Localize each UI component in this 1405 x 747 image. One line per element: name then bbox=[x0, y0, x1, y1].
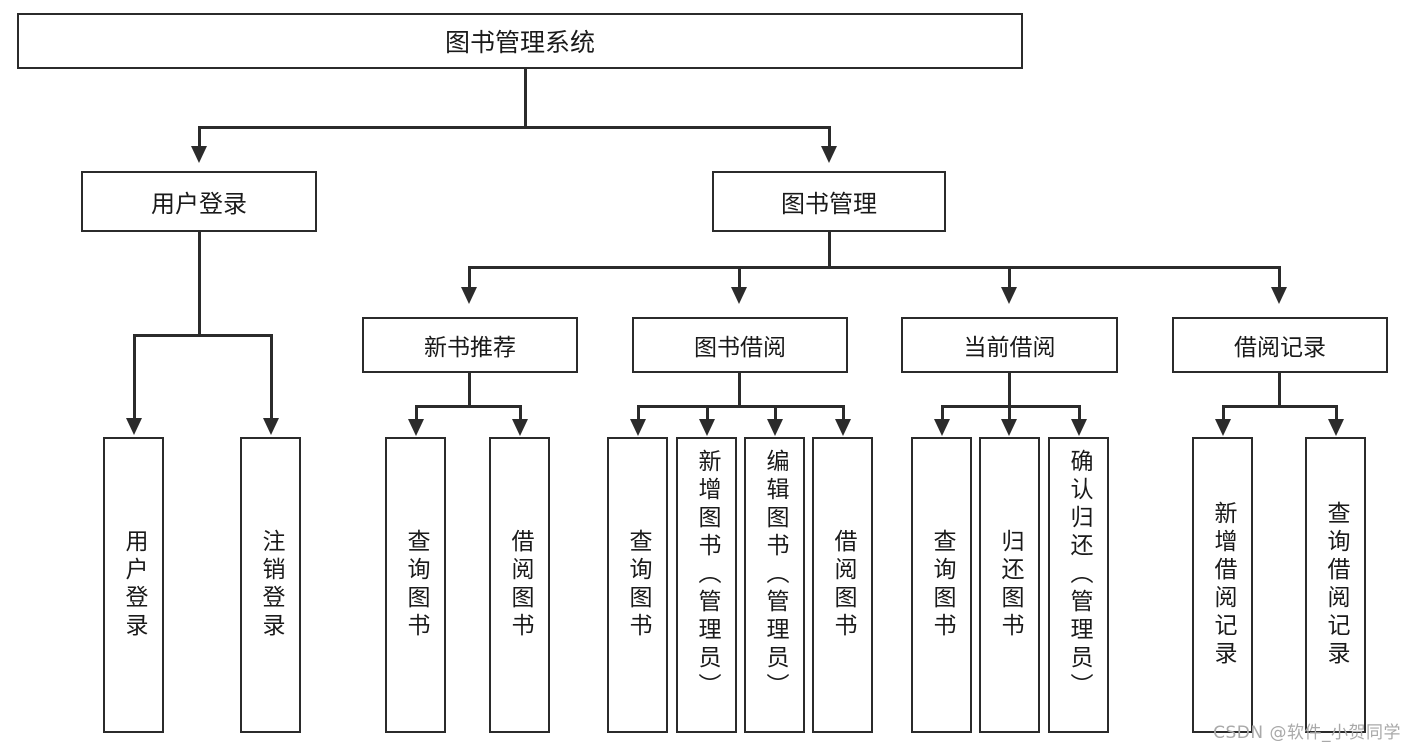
leaf-user-logout[interactable]: 注销登录 bbox=[240, 437, 301, 733]
connector-book-borrow-to-leaf-2 bbox=[706, 405, 709, 421]
connector-book-borrow-to-leaf-3 bbox=[774, 405, 777, 421]
arrowhead-borrow-record-leaf-2 bbox=[1328, 419, 1344, 436]
connector-book-manage-bus bbox=[468, 266, 1280, 269]
leaf-label: 查询借阅记录 bbox=[1323, 501, 1349, 669]
leaf-label: 新增借阅记录 bbox=[1210, 501, 1236, 669]
node-label: 用户登录 bbox=[151, 190, 247, 218]
node-label: 图书管理 bbox=[781, 190, 877, 218]
leaf-label: 借阅图书 bbox=[830, 529, 856, 641]
connector-book-borrow-bus bbox=[637, 405, 844, 408]
connector-book-manage-to-current-borrow bbox=[1008, 266, 1011, 288]
connector-book-manage-to-book-borrow bbox=[738, 266, 741, 288]
leaf-confirm-return[interactable]: 确认归还（管理员） bbox=[1048, 437, 1109, 733]
connector-root-bus bbox=[198, 126, 829, 129]
leaf-query-book-1[interactable]: 查询图书 bbox=[385, 437, 446, 733]
connector-root-stem bbox=[524, 69, 527, 128]
connector-current-borrow-stem bbox=[1008, 373, 1011, 407]
connector-borrow-record-to-leaf-1 bbox=[1222, 405, 1225, 421]
connector-borrow-record-to-leaf-2 bbox=[1335, 405, 1338, 421]
arrowhead-book-manage-new-book bbox=[461, 287, 477, 304]
leaf-label: 注销登录 bbox=[258, 529, 284, 641]
leaf-user-login[interactable]: 用户登录 bbox=[103, 437, 164, 733]
connector-current-borrow-to-leaf-2 bbox=[1008, 405, 1011, 421]
node-label: 新书推荐 bbox=[424, 335, 516, 361]
arrowhead-book-manage-book-borrow bbox=[731, 287, 747, 304]
node-new-book-recommend[interactable]: 新书推荐 bbox=[362, 317, 578, 373]
arrowhead-book-manage-borrow-record bbox=[1271, 287, 1287, 304]
arrowhead-root-to-book-manage bbox=[821, 146, 837, 163]
connector-book-borrow-to-leaf-1 bbox=[637, 405, 640, 421]
arrowhead-new-book-leaf-1 bbox=[408, 419, 424, 436]
leaf-label: 借阅图书 bbox=[507, 529, 533, 641]
leaf-label: 归还图书 bbox=[997, 529, 1023, 641]
connector-book-manage-stem bbox=[828, 232, 831, 268]
leaf-add-book[interactable]: 新增图书（管理员） bbox=[676, 437, 737, 733]
leaf-label: 新增图书（管理员） bbox=[694, 449, 720, 701]
leaf-borrow-book-2[interactable]: 借阅图书 bbox=[812, 437, 873, 733]
arrowhead-user-login-leaf-2 bbox=[263, 418, 279, 435]
connector-book-borrow-stem bbox=[738, 373, 741, 407]
arrowhead-current-borrow-leaf-1 bbox=[934, 419, 950, 436]
arrowhead-book-manage-current-borrow bbox=[1001, 287, 1017, 304]
connector-current-borrow-bus bbox=[941, 405, 1080, 408]
leaf-query-record[interactable]: 查询借阅记录 bbox=[1305, 437, 1366, 733]
node-book-management[interactable]: 图书管理 bbox=[712, 171, 946, 232]
leaf-borrow-book-1[interactable]: 借阅图书 bbox=[489, 437, 550, 733]
arrowhead-borrow-record-leaf-1 bbox=[1215, 419, 1231, 436]
node-user-login[interactable]: 用户登录 bbox=[81, 171, 317, 232]
connector-root-to-book-manage bbox=[828, 126, 831, 148]
node-label: 借阅记录 bbox=[1234, 335, 1326, 361]
arrowhead-user-login-leaf-1 bbox=[126, 418, 142, 435]
arrowhead-book-borrow-leaf-2 bbox=[699, 419, 715, 436]
connector-user-login-stem bbox=[198, 232, 201, 336]
arrowhead-current-borrow-leaf-3 bbox=[1071, 419, 1087, 436]
arrowhead-book-borrow-leaf-1 bbox=[630, 419, 646, 436]
leaf-label: 确认归还（管理员） bbox=[1066, 449, 1092, 701]
leaf-query-book-3[interactable]: 查询图书 bbox=[911, 437, 972, 733]
leaf-query-book-2[interactable]: 查询图书 bbox=[607, 437, 668, 733]
arrowhead-book-borrow-leaf-3 bbox=[767, 419, 783, 436]
leaf-edit-book[interactable]: 编辑图书（管理员） bbox=[744, 437, 805, 733]
csdn-watermark: CSDN @软件_小贺同学 bbox=[1213, 723, 1401, 743]
node-label: 当前借阅 bbox=[963, 335, 1056, 361]
connector-current-borrow-to-leaf-1 bbox=[941, 405, 944, 421]
connector-book-manage-to-new-book bbox=[468, 266, 471, 288]
leaf-label: 查询图书 bbox=[403, 529, 429, 641]
leaf-label: 编辑图书（管理员） bbox=[762, 449, 788, 701]
arrowhead-root-to-user-login bbox=[191, 146, 207, 163]
connector-new-book-to-leaf-2 bbox=[519, 405, 522, 421]
arrowhead-book-borrow-leaf-4 bbox=[835, 419, 851, 436]
connector-user-login-to-leaf-2 bbox=[270, 334, 273, 420]
node-current-borrow[interactable]: 当前借阅 bbox=[901, 317, 1118, 373]
connector-book-manage-to-borrow-record bbox=[1278, 266, 1281, 288]
leaf-label: 用户登录 bbox=[121, 529, 147, 641]
leaf-label: 查询图书 bbox=[929, 529, 955, 641]
arrowhead-new-book-leaf-2 bbox=[512, 419, 528, 436]
node-borrow-record[interactable]: 借阅记录 bbox=[1172, 317, 1388, 373]
connector-root-to-user-login bbox=[198, 126, 201, 148]
connector-new-book-to-leaf-1 bbox=[415, 405, 418, 421]
leaf-label: 查询图书 bbox=[625, 529, 651, 641]
node-book-borrow[interactable]: 图书借阅 bbox=[632, 317, 848, 373]
node-label: 图书管理系统 bbox=[444, 28, 595, 57]
connector-user-login-to-leaf-1 bbox=[133, 334, 136, 420]
node-root-book-management-system[interactable]: 图书管理系统 bbox=[17, 13, 1023, 69]
connector-user-login-bus bbox=[133, 334, 272, 337]
connector-current-borrow-to-leaf-3 bbox=[1078, 405, 1081, 421]
connector-new-book-bus bbox=[415, 405, 521, 408]
arrowhead-current-borrow-leaf-2 bbox=[1001, 419, 1017, 436]
leaf-return-book[interactable]: 归还图书 bbox=[979, 437, 1040, 733]
leaf-add-record[interactable]: 新增借阅记录 bbox=[1192, 437, 1253, 733]
node-label: 图书借阅 bbox=[694, 335, 786, 361]
connector-borrow-record-bus bbox=[1222, 405, 1337, 408]
connector-book-borrow-to-leaf-4 bbox=[842, 405, 845, 421]
connector-borrow-record-stem bbox=[1278, 373, 1281, 407]
connector-new-book-stem bbox=[468, 373, 471, 407]
